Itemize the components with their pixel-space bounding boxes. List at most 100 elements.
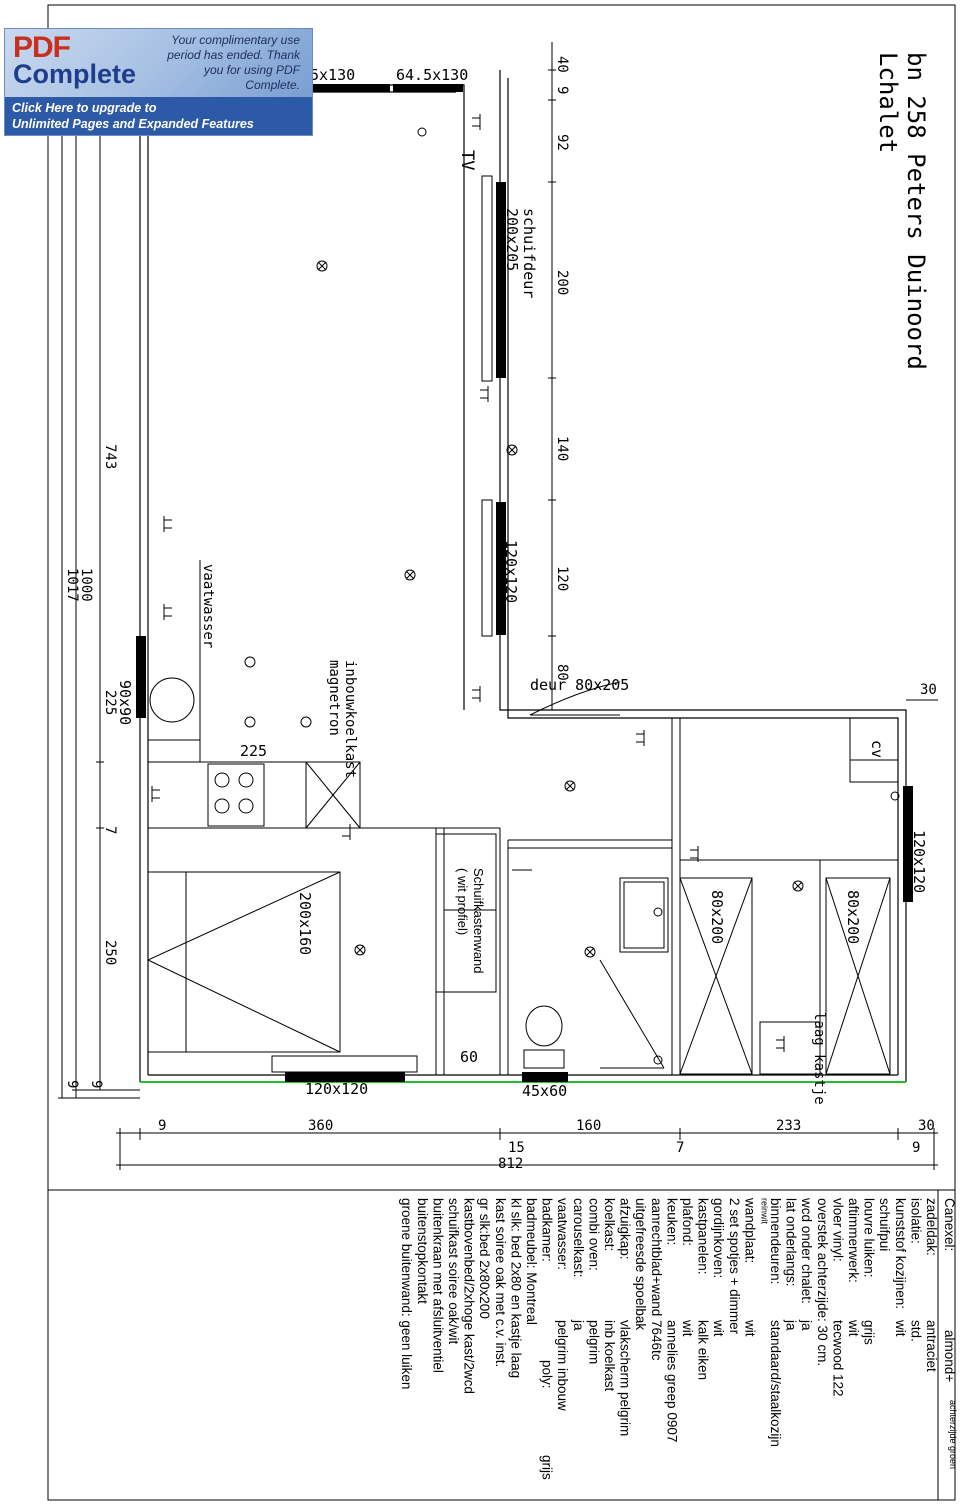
wall-sockets bbox=[151, 114, 785, 1052]
spec-row-label: gr slk:bed 2x80x200 bbox=[477, 1198, 492, 1319]
spec-row-label: afzuigkap: bbox=[618, 1198, 633, 1260]
svg-text:743: 743 bbox=[102, 444, 118, 469]
spec-row-value: std. bbox=[908, 1320, 923, 1342]
upgrade-line-1[interactable]: Click Here to upgrade to bbox=[12, 101, 157, 115]
spec-row-label: keuken: bbox=[664, 1198, 679, 1245]
spec-row-value: vlakscherm pelgrim bbox=[618, 1320, 633, 1436]
spec-row-label: overstek achterzijde: 30 cm. bbox=[815, 1198, 830, 1366]
spec-row-label: lat onderlangs: bbox=[784, 1198, 799, 1287]
svg-text:15: 15 bbox=[508, 1140, 525, 1156]
spec-row-label: gordijnkoven: bbox=[711, 1198, 726, 1278]
bottom-dimensions: 9 360 160 15 7 233 30 9 812 bbox=[158, 1118, 935, 1172]
window-bars bbox=[136, 84, 913, 1082]
svg-text:360: 360 bbox=[308, 1118, 333, 1134]
spec-row-value: grijs bbox=[540, 1455, 555, 1480]
microwave-label: magnetron bbox=[326, 660, 342, 736]
spec-row-value: wit bbox=[742, 1319, 757, 1337]
spec-row-label: reinwit bbox=[759, 1198, 769, 1225]
window-right-label: 120x120 bbox=[910, 830, 928, 893]
spec-row-value: kalk eiken bbox=[696, 1320, 711, 1380]
spec-row-value: wit bbox=[711, 1319, 726, 1337]
low-cabinet-label: laag kastje bbox=[811, 1012, 827, 1105]
svg-text:200: 200 bbox=[554, 270, 570, 295]
spec-row-label: wandplaat: bbox=[742, 1197, 757, 1263]
spec-row-value: ja bbox=[799, 1319, 814, 1331]
spec-row-label: badkamer: bbox=[540, 1198, 555, 1262]
spec-row-value: wit bbox=[846, 1319, 861, 1337]
cv-label: cv bbox=[868, 740, 886, 758]
spec-row-label: kastpanelen: bbox=[696, 1198, 711, 1275]
window-120-label: 120x120 bbox=[502, 540, 520, 603]
spec-row-label: aftimmerwerk: bbox=[846, 1198, 861, 1283]
spec-row-label: buitenstopkontakt bbox=[415, 1198, 430, 1304]
svg-text:7: 7 bbox=[676, 1140, 684, 1156]
spec-row-label: badmeubel: Montreal bbox=[524, 1198, 539, 1325]
left-dimensions: 743 1000 1017 225 7 250 9 9 bbox=[64, 444, 118, 1088]
spec-row-value: standaard/staalkozijn bbox=[768, 1320, 783, 1447]
spec-row-label: wcd onder chalet: bbox=[799, 1197, 814, 1304]
dimension-lines bbox=[58, 42, 938, 1170]
dim-60-label: 60 bbox=[460, 1048, 478, 1066]
pdf-complete-banner[interactable]: PDF Complete Your complimentary use peri… bbox=[4, 28, 313, 136]
light-fixtures bbox=[244, 127, 900, 1065]
svg-text:1017: 1017 bbox=[64, 568, 80, 602]
spec-row-label: carouselkast: bbox=[571, 1198, 586, 1278]
plan-labels: 5x130 64.5x130 TV schuifdeur 200x205 120… bbox=[116, 66, 928, 1105]
dishwasher-label: vaatwasser bbox=[200, 564, 216, 648]
drawing-subtitle: Lchalet bbox=[874, 52, 902, 153]
interior-walls bbox=[148, 560, 899, 1075]
drawing-title: bn 258 Peters Duinoord bbox=[902, 52, 930, 370]
svg-text:9: 9 bbox=[912, 1140, 920, 1156]
spec-rows: zadeldak:antracietisolatie:std.kunststof… bbox=[399, 1197, 939, 1480]
spec-row-value: tecwood 122 bbox=[830, 1320, 845, 1397]
spec-row-value: pelgrim bbox=[586, 1320, 601, 1364]
svg-text:30: 30 bbox=[918, 1118, 935, 1134]
upgrade-link[interactable]: Click Here to upgrade to Unlimited Pages… bbox=[5, 97, 312, 135]
spec-row-label: 2 set spotjes + dimmer bbox=[727, 1198, 742, 1335]
bed-upper-label: 80x200 bbox=[844, 890, 862, 944]
spec-row-value: wit bbox=[893, 1319, 908, 1337]
svg-text:30: 30 bbox=[920, 682, 937, 698]
spec-row-label: groene buitenwand: geen luiken bbox=[399, 1198, 414, 1389]
svg-text:92: 92 bbox=[554, 134, 570, 151]
spec-row-value: poly: bbox=[540, 1360, 555, 1389]
spec-row-label: kunststof kozijnen: bbox=[893, 1198, 908, 1309]
svg-text:80: 80 bbox=[554, 664, 570, 681]
wardrobe-label: Schuifkastenwand bbox=[471, 868, 486, 974]
sliding-door-label: schuifdeur bbox=[520, 208, 538, 298]
spec-row-value: inb koelkast bbox=[602, 1320, 617, 1392]
window-frames bbox=[271, 175, 493, 1073]
spec-canexel-val: almond+ bbox=[942, 1330, 957, 1382]
spec-row-label: kast soiree oak met c.v. inst. bbox=[493, 1198, 508, 1367]
spec-row-label: louvre luiken: bbox=[862, 1198, 877, 1278]
svg-text:120: 120 bbox=[554, 566, 570, 591]
spec-row-value: ja bbox=[784, 1319, 799, 1331]
fridge-label: inbouwkoelkast bbox=[342, 660, 358, 778]
spec-row-label: vloer vinyl: bbox=[830, 1198, 845, 1262]
svg-text:233: 233 bbox=[776, 1118, 801, 1134]
spec-row-label: buitenkraan met afsluitventiel bbox=[430, 1198, 445, 1373]
svg-text:9: 9 bbox=[554, 86, 570, 94]
wardrobe-note: ( wit profiel) bbox=[455, 868, 470, 935]
svg-text:225: 225 bbox=[102, 690, 118, 715]
spec-row-label: kl slk: bed 2x80 en kastje laag bbox=[508, 1198, 523, 1378]
main-bed-label: 200x160 bbox=[296, 892, 314, 955]
upgrade-line-2[interactable]: Unlimited Pages and Expanded Features bbox=[12, 117, 254, 131]
spec-row-value: antraciet bbox=[924, 1320, 939, 1372]
sliding-door-size: 200x205 bbox=[503, 208, 521, 271]
svg-text:140: 140 bbox=[554, 436, 570, 461]
spec-row-label: koelkast: bbox=[602, 1198, 617, 1251]
svg-text:40: 40 bbox=[554, 56, 570, 73]
top-window-2-label: 64.5x130 bbox=[396, 66, 468, 84]
spec-row-value: ja bbox=[571, 1319, 586, 1331]
spec-row-label: combi oven: bbox=[586, 1198, 601, 1271]
window-45-label: 45x60 bbox=[522, 1082, 567, 1100]
bed-lower-label: 80x200 bbox=[708, 890, 726, 944]
spec-row-label: zadeldak: bbox=[924, 1198, 939, 1256]
spec-table: Canexel: almond+ achterzijde groen bbox=[942, 1198, 958, 1469]
dim-225b-label: 225 bbox=[240, 742, 267, 760]
pdf-complete-logo: PDF Complete bbox=[13, 31, 137, 89]
spec-row-value: grijs bbox=[862, 1320, 877, 1345]
top-dimensions: 40 9 92 200 140 120 80 30 bbox=[554, 56, 937, 698]
